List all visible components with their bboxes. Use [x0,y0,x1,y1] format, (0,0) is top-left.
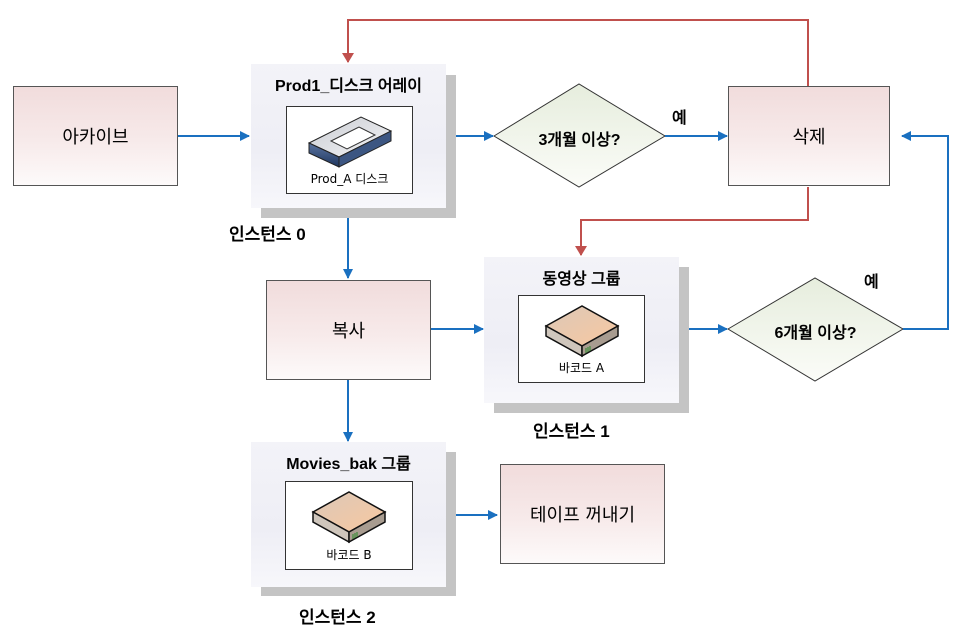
group-video: 동영상 그룹 바코드 A [484,257,679,403]
process-archive: 아카이브 [13,86,178,186]
instance-2-label: 인스턴스 2 [299,608,376,627]
group-moviesbak-title: Movies_bak 그룹 [286,456,411,473]
process-eject-tape-label: 테이프 꺼내기 [529,505,636,526]
device-barcode-a: 바코드 A [518,295,645,383]
process-delete-label: 삭제 [792,127,826,148]
instance-0-label: 인스턴스 0 [229,225,306,244]
process-copy-label: 복사 [331,321,366,342]
process-eject-tape: 테이프 꺼내기 [500,464,665,564]
group-prod-title: Prod1_디스크 어레이 [274,78,422,95]
group-prod: Prod1_디스크 어레이 Prod_A 디스크 [251,64,446,208]
decision-3-months-label: 3개월 이상? [538,132,621,149]
group-video-title: 동영상 그룹 [542,271,621,288]
process-delete: 삭제 [728,86,890,186]
device-barcode-b: 바코드 B [285,481,413,570]
process-archive-label: 아카이브 [62,127,129,148]
tape-media-icon [311,491,387,544]
device-prod-a-disk-label: Prod_A 디스크 [310,172,389,186]
device-barcode-a-label: 바코드 A [558,361,605,375]
process-copy: 복사 [266,280,431,380]
decision-6-months-label: 6개월 이상? [774,325,857,342]
device-prod-a-disk: Prod_A 디스크 [286,106,413,194]
arrow-decision6-to-delete [901,131,949,330]
arrow-delete-to-prod [342,19,809,86]
tape-media-icon [543,305,620,358]
disk-array-icon [307,116,392,168]
yes-label-3-months: 예 [672,108,687,127]
device-barcode-b-label: 바코드 B [326,548,372,562]
instance-1-label: 인스턴스 1 [533,422,610,441]
arrow-delete-to-video [575,187,809,256]
group-moviesbak: Movies_bak 그룹 바코드 B [251,442,446,587]
yes-label-6-months: 예 [864,272,879,291]
